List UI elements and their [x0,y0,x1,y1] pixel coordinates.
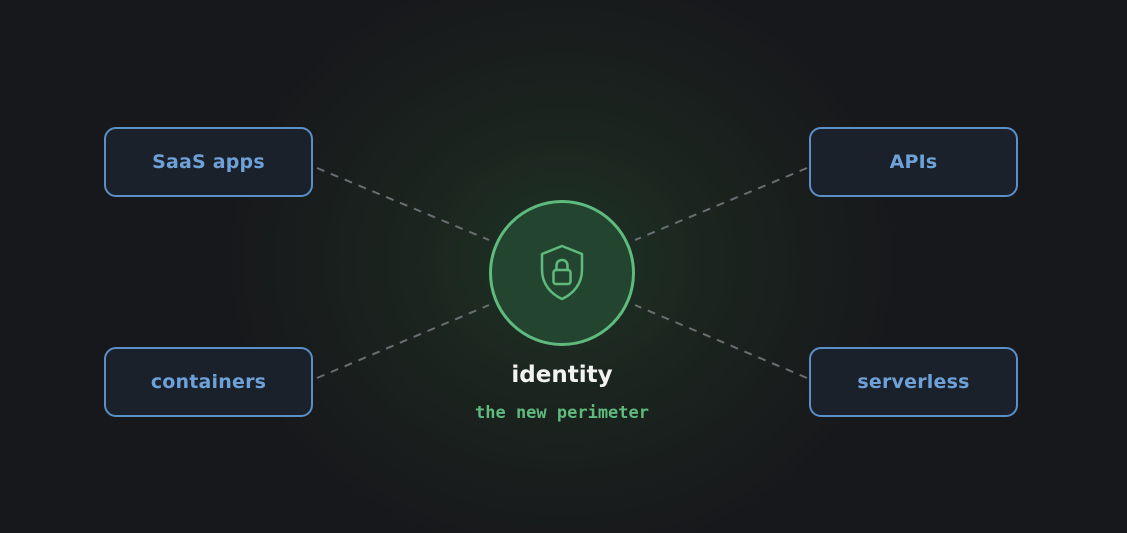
connector-containers-to-identity [316,304,490,379]
node-apis-label: APIs [889,151,938,173]
node-serverless-label: serverless [857,371,970,393]
connector-apis-to-identity [634,167,808,241]
node-saas-apps-label: SaaS apps [152,151,265,173]
identity-hub [489,200,635,346]
node-saas-apps: SaaS apps [104,127,313,197]
node-serverless: serverless [809,347,1018,417]
node-containers-label: containers [150,371,267,393]
node-apis: APIs [809,127,1018,197]
connector-saas-to-identity [316,167,490,241]
shield-lock-icon [540,244,584,301]
hub-title: identity [511,362,613,388]
node-containers: containers [104,347,313,417]
connector-serverless-to-identity [634,304,808,379]
hub-subtitle: the new perimeter [475,403,649,423]
